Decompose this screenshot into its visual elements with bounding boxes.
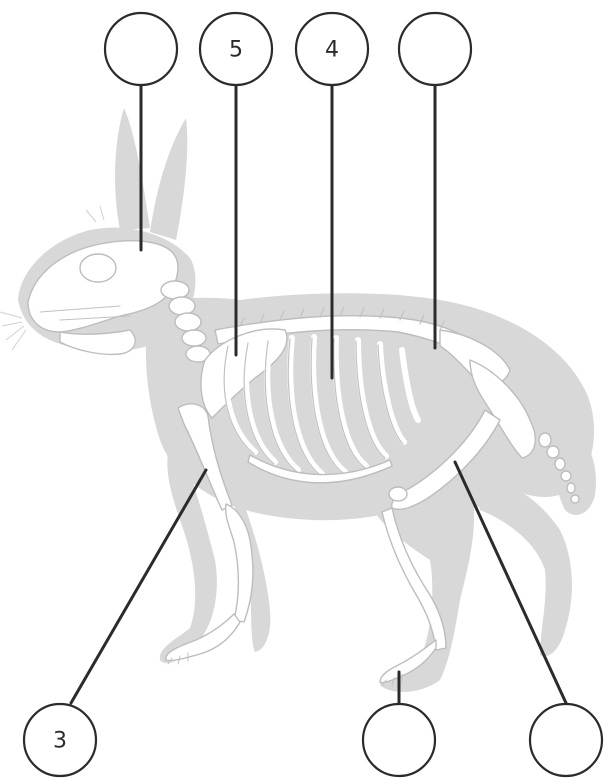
callout-scapula-number: 5: [229, 38, 243, 63]
callout-scapula: 5: [200, 13, 272, 85]
callout-spine: [399, 13, 471, 85]
callout-hind-limb: [530, 704, 602, 776]
callout-forelimb: 3: [24, 704, 96, 776]
leader-forelimb: [71, 470, 206, 703]
callout-ribs-number: 4: [325, 38, 339, 63]
callout-ribs: 4: [296, 13, 368, 85]
callout-hind-foot: [363, 704, 435, 776]
callout-forelimb-number: 3: [53, 729, 67, 754]
callout-skull: [105, 13, 177, 85]
